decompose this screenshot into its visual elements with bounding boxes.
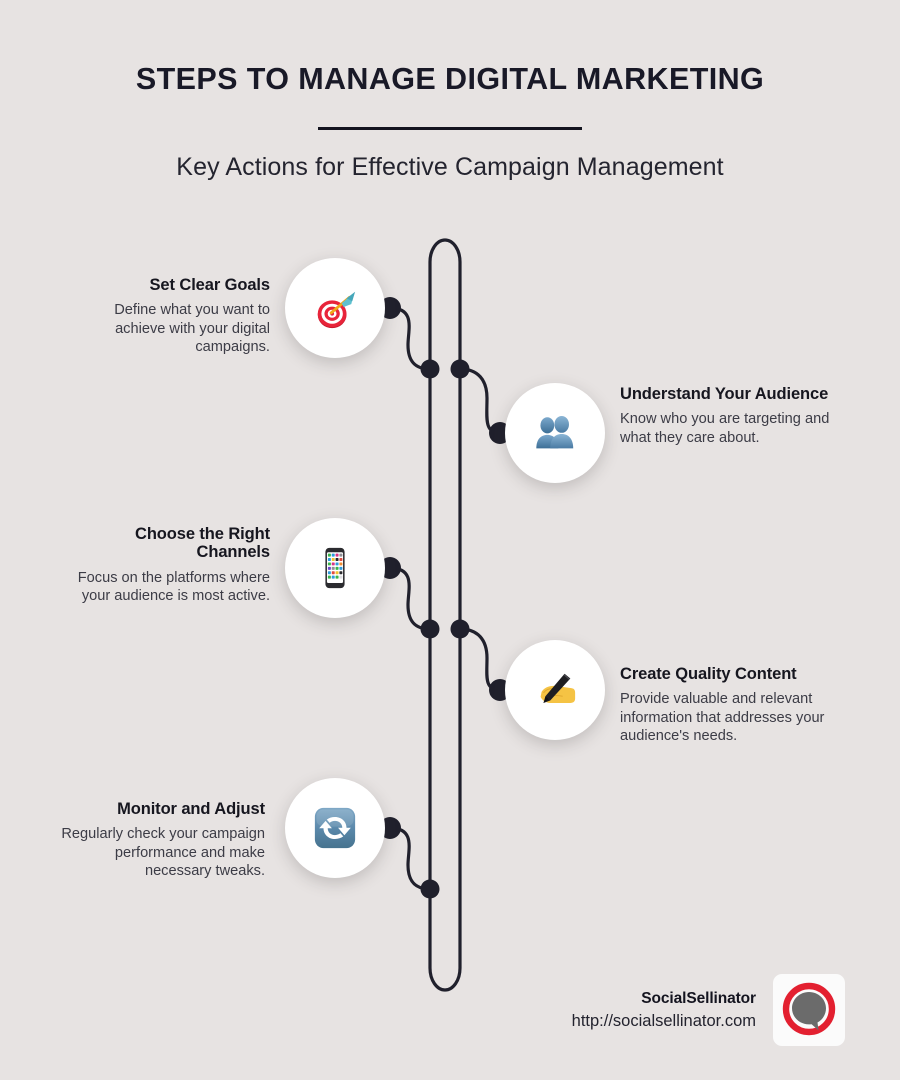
footer: SocialSellinator http://socialsellinator… — [455, 968, 845, 1052]
speech-bubble-ring-logo — [782, 982, 836, 1036]
step-icon-bubble-1[interactable] — [285, 258, 385, 358]
step-icon-bubble-2[interactable] — [505, 383, 605, 483]
step-title-3: Choose the Right Channels — [135, 525, 270, 562]
step-title-4: Create Quality Content — [620, 665, 797, 683]
step-description-1: Define what you want to achieve with you… — [114, 302, 270, 355]
title-divider — [318, 127, 582, 130]
sync-arrows-icon — [314, 807, 356, 849]
step-icon-bubble-5[interactable] — [285, 778, 385, 878]
header: STEPS TO MANAGE DIGITAL MARKETING Key Ac… — [0, 0, 900, 182]
brand-name: SocialSellinator — [641, 989, 756, 1007]
step-title-5: Monitor and Adjust — [117, 800, 265, 818]
step-text-block-4: Create Quality Content Provide valuable … — [620, 665, 830, 745]
brand-logo-tile[interactable] — [773, 974, 845, 1046]
rail-dot-e — [420, 879, 440, 899]
step-text-block-1: Set Clear Goals Define what you want to … — [60, 276, 270, 356]
page-subtitle: Key Actions for Effective Campaign Manag… — [176, 153, 724, 181]
rail-dot-b — [450, 359, 470, 379]
rail-dot-a — [420, 359, 440, 379]
writing-hand-icon — [540, 673, 576, 703]
step-description-2: Know who you are targeting and what they… — [620, 411, 830, 446]
step-icon-bubble-4[interactable] — [505, 640, 605, 740]
page-title: STEPS TO MANAGE DIGITAL MARKETING — [135, 62, 765, 96]
step-title-1: Set Clear Goals — [149, 276, 271, 294]
step-description-3: Focus on the platforms where your audien… — [77, 569, 270, 605]
step-description-5: Regularly check your campaign performanc… — [61, 826, 265, 879]
brand-url[interactable]: http://socialsellinator.com — [571, 1011, 756, 1030]
dart-target-icon — [317, 291, 356, 329]
step-text-block-2: Understand Your Audience Know who you ar… — [620, 385, 830, 447]
rail-dot-d — [450, 619, 470, 639]
step-icon-bubble-3[interactable] — [285, 518, 385, 618]
footer-text: SocialSellinator http://socialsellinator… — [572, 990, 773, 1031]
step-description-4: Provide valuable and relevant informatio… — [620, 691, 825, 744]
step-text-block-3: Choose the Right Channels Focus on the p… — [60, 525, 270, 605]
two-people-icon — [536, 415, 574, 449]
mobile-phone-icon — [325, 547, 345, 589]
step-title-2: Understand Your Audience — [620, 385, 829, 403]
step-text-block-5: Monitor and Adjust Regularly check your … — [55, 800, 265, 880]
rail-dot-c — [420, 619, 440, 639]
